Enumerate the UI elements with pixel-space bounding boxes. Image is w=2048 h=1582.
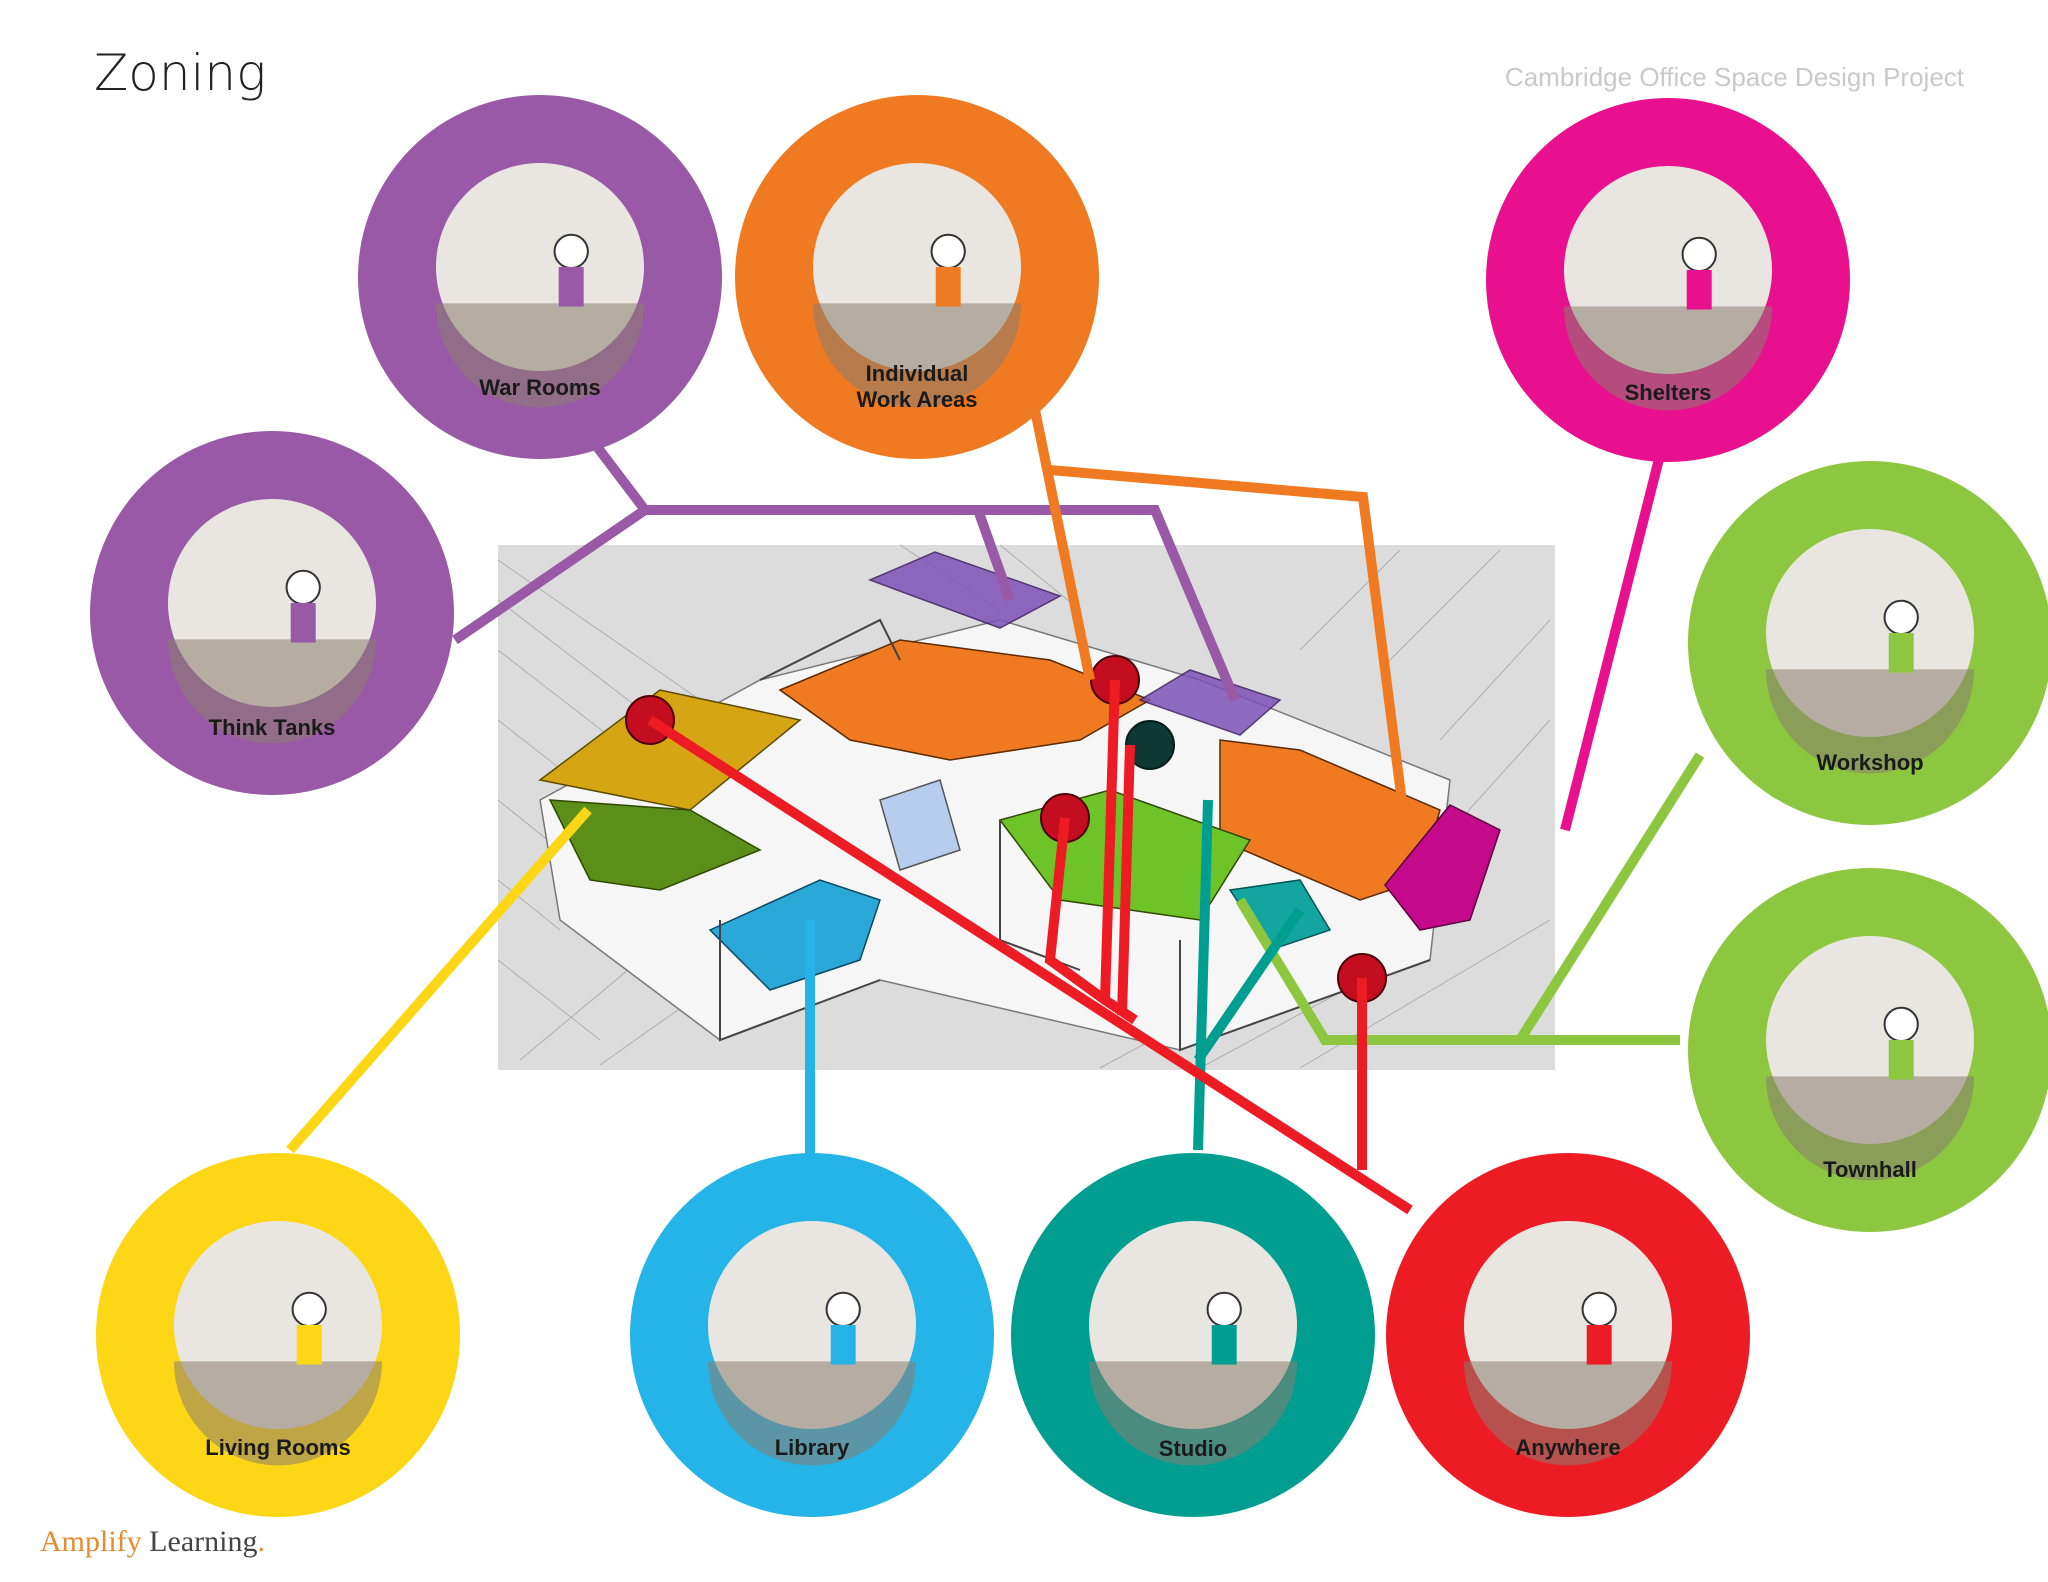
zone-label: Anywhere: [1515, 1435, 1620, 1460]
zone-label: Shelters: [1625, 380, 1712, 405]
vignette-figure-icon: [1681, 236, 1717, 273]
vignette-figure-body: [1888, 633, 1914, 673]
zone-war-rooms: War Rooms: [358, 95, 722, 459]
connector-lines: [286, 409, 1705, 1215]
floorplan-3d-illustration: [497, 544, 1555, 1070]
vignette-floor: [1766, 1076, 1974, 1181]
vignette-floor: [1089, 1361, 1297, 1466]
zone-label: Work Areas: [856, 387, 977, 412]
brand-logo: Amplify Learning.: [40, 1525, 265, 1558]
vignette-figure-icon: [930, 233, 966, 270]
vignette-floor: [174, 1361, 382, 1466]
vignette-floor: [1464, 1361, 1672, 1466]
vignette-floor: [708, 1361, 916, 1466]
vignette-floor: [168, 639, 376, 744]
zone-workshop: Workshop: [1688, 461, 2048, 825]
vignette-figure-icon: [1883, 1006, 1919, 1043]
zone-studio: Studio: [1011, 1153, 1375, 1517]
zone-anywhere: Anywhere: [1386, 1153, 1750, 1517]
zone-label: Workshop: [1816, 750, 1923, 775]
vignette-floor: [1564, 306, 1772, 411]
zone-library: Library: [630, 1153, 994, 1517]
vignette-figure-body: [935, 267, 961, 307]
zone-label: Think Tanks: [209, 715, 336, 740]
zone-label: Townhall: [1823, 1157, 1917, 1182]
page-title: Zoning: [94, 44, 267, 102]
zone-label: Library: [775, 1435, 850, 1460]
vignette-figure-body: [1586, 1325, 1612, 1365]
vignette-figure-icon: [1206, 1291, 1242, 1328]
vignette-figure-body: [1211, 1325, 1237, 1365]
vignette-floor: [436, 303, 644, 408]
zone-label: Individual: [866, 361, 969, 386]
vignette-figure-icon: [553, 233, 589, 270]
vignette-figure-body: [290, 603, 316, 643]
vignette-floor: [813, 303, 1021, 408]
vignette-figure-body: [558, 267, 584, 307]
zone-label: Studio: [1159, 1436, 1227, 1461]
zone-shelters: Shelters: [1486, 98, 1850, 462]
vignette-floor: [1766, 669, 1974, 774]
zone-label: Living Rooms: [205, 1435, 350, 1460]
vignette-figure-icon: [1883, 599, 1919, 636]
vignette-figure-body: [296, 1325, 322, 1365]
zone-think-tanks: Think Tanks: [90, 431, 454, 795]
vignette-figure-body: [1888, 1040, 1914, 1080]
vignette-figure-icon: [1581, 1291, 1617, 1328]
vignette-figure-icon: [285, 569, 321, 606]
vignette-figure-icon: [825, 1291, 861, 1328]
vignette-figure-body: [1686, 270, 1712, 310]
zone-townhall: Townhall: [1688, 868, 2048, 1232]
vignette-figure-body: [830, 1325, 856, 1365]
project-title: Cambridge Office Space Design Project: [1504, 62, 1964, 92]
zone-living-rooms: Living Rooms: [96, 1153, 460, 1517]
zone-label: War Rooms: [479, 375, 600, 400]
vignette-figure-icon: [291, 1291, 327, 1328]
